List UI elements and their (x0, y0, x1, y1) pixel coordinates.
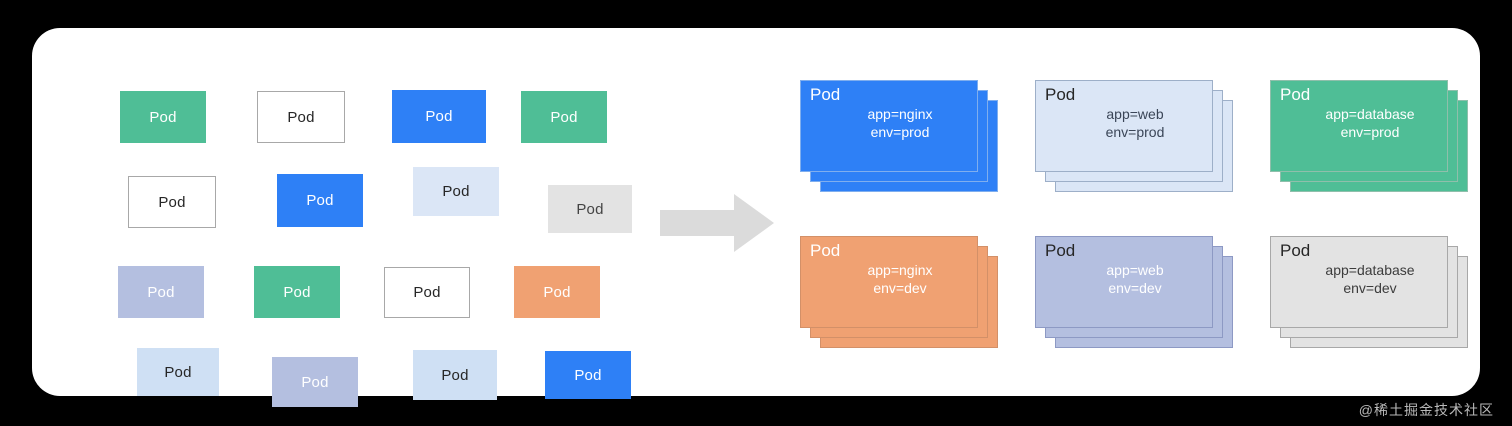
pod-stack-front: Pod app=database env=prod (1270, 80, 1448, 172)
pod-labels: app=database env=prod (1271, 105, 1447, 141)
pod-box: Pod (545, 351, 631, 399)
pod-group-database-prod: Pod app=database env=prod (1270, 80, 1468, 192)
pod-group-nginx-prod: Pod app=nginx env=prod (800, 80, 998, 192)
pod-label-line: env=prod (1340, 124, 1400, 140)
flow-arrow (652, 188, 782, 258)
pod-labels: app=web env=prod (1036, 105, 1212, 141)
pod-box: Pod (413, 167, 499, 216)
pod-title: Pod (1045, 85, 1076, 104)
pod-title: Pod (1280, 241, 1311, 260)
pod-group-web-dev: Pod app=web env=dev (1035, 236, 1233, 348)
pod-label-line: env=dev (1108, 280, 1162, 296)
pod-label-line: env=dev (1343, 280, 1397, 296)
pod-box: Pod (137, 348, 219, 396)
pod-box: Pod (514, 266, 600, 318)
pod-labels: app=nginx env=dev (801, 261, 977, 297)
pod-group-nginx-dev: Pod app=nginx env=dev (800, 236, 998, 348)
pod-stack-front: Pod app=nginx env=prod (800, 80, 978, 172)
pod-labels: app=database env=dev (1271, 261, 1447, 297)
pod-label-line: app=web (1106, 106, 1164, 122)
pod-group-database-dev: Pod app=database env=dev (1270, 236, 1468, 348)
pod-label-line: env=prod (1105, 124, 1165, 140)
pod-group-web-prod: Pod app=web env=prod (1035, 80, 1233, 192)
pod-title: Pod (810, 241, 841, 260)
pod-box: Pod (413, 350, 497, 400)
pod-box: Pod (392, 90, 486, 143)
pod-label-line: env=dev (873, 280, 927, 296)
pod-box: Pod (521, 91, 607, 143)
pod-label-line: app=database (1325, 106, 1415, 122)
pod-box: Pod (120, 91, 206, 143)
pod-box: Pod (277, 174, 363, 227)
arrow-right-icon (660, 194, 774, 252)
pod-stack-front: Pod app=database env=dev (1270, 236, 1448, 328)
pod-title: Pod (1045, 241, 1076, 260)
pod-title: Pod (1280, 85, 1311, 104)
pod-box: Pod (118, 266, 204, 318)
pod-box: Pod (384, 267, 470, 318)
pod-box: Pod (272, 357, 358, 407)
pod-box: Pod (548, 185, 632, 233)
pod-box: Pod (128, 176, 216, 228)
watermark: @稀土掘金技术社区 (1358, 402, 1494, 418)
pod-box: Pod (257, 91, 345, 143)
pod-box: Pod (254, 266, 340, 318)
pod-label-line: app=nginx (867, 106, 933, 122)
pod-label-line: app=database (1325, 262, 1415, 278)
pod-stack-front: Pod app=web env=prod (1035, 80, 1213, 172)
pod-labels: app=nginx env=prod (801, 105, 977, 141)
pod-label-line: app=web (1106, 262, 1164, 278)
pod-stack-front: Pod app=web env=dev (1035, 236, 1213, 328)
pod-title: Pod (810, 85, 841, 104)
pod-labels: app=web env=dev (1036, 261, 1212, 297)
pod-label-line: env=prod (870, 124, 930, 140)
pod-label-line: app=nginx (867, 262, 933, 278)
pod-stack-front: Pod app=nginx env=dev (800, 236, 978, 328)
